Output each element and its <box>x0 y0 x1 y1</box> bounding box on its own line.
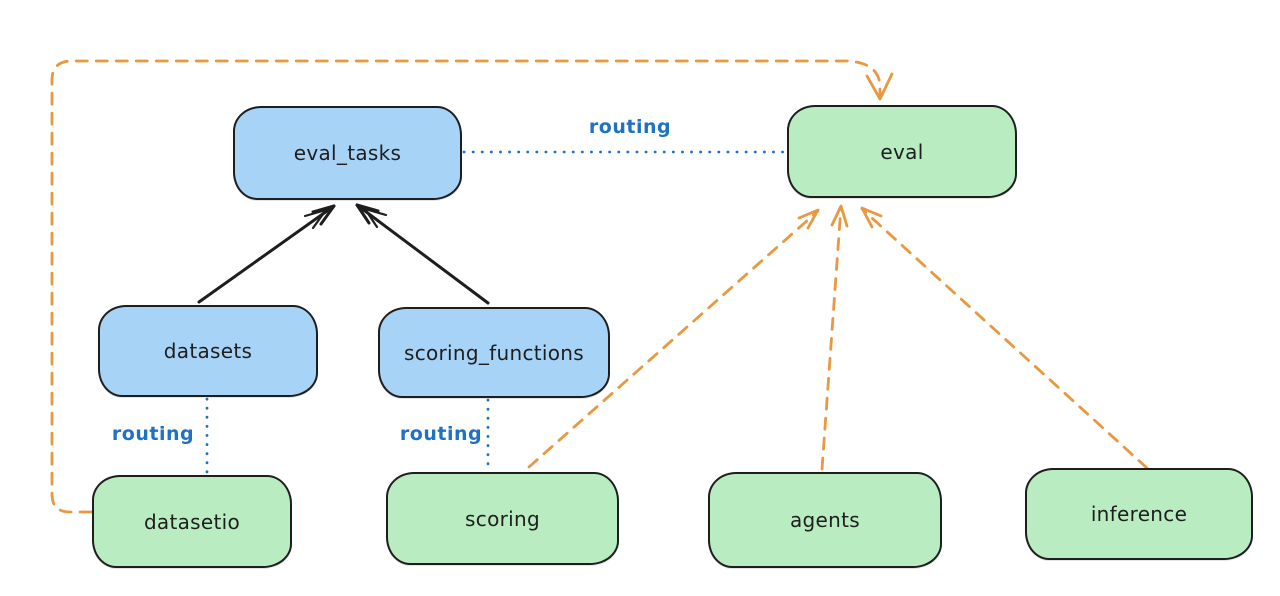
edge-scoring-functions-to-eval-tasks <box>355 203 490 305</box>
routing-label-datasets-datasetio: routing <box>111 423 195 445</box>
node-scoring: scoring <box>386 472 619 565</box>
node-inference-label: inference <box>1090 502 1188 526</box>
node-agents: agents <box>708 472 942 568</box>
edge-datasetio-to-eval <box>50 59 894 514</box>
node-scoring-functions-label: scoring_functions <box>403 340 585 365</box>
routing-label-scoring-functions-scoring: routing <box>399 423 483 445</box>
edge-datasets-to-eval-tasks <box>197 204 336 304</box>
routing-label-eval-tasks-eval: routing <box>588 116 672 138</box>
node-datasets: datasets <box>98 305 318 397</box>
edge-agents-to-eval <box>820 204 849 471</box>
node-scoring-functions: scoring_functions <box>378 307 610 398</box>
node-datasetio-label: datasetio <box>143 509 241 534</box>
node-eval: eval <box>787 105 1017 198</box>
node-agents-label: agents <box>790 508 860 532</box>
node-scoring-label: scoring <box>465 506 540 531</box>
edge-scoring-to-eval <box>527 208 820 469</box>
node-eval-label: eval <box>880 139 924 164</box>
node-inference: inference <box>1025 468 1253 560</box>
edge-inference-to-eval <box>860 206 1149 470</box>
node-datasetio: datasetio <box>92 475 292 568</box>
node-datasets-label: datasets <box>163 339 253 363</box>
node-eval-tasks: eval_tasks <box>233 106 462 200</box>
node-eval-tasks-label: eval_tasks <box>293 141 402 165</box>
